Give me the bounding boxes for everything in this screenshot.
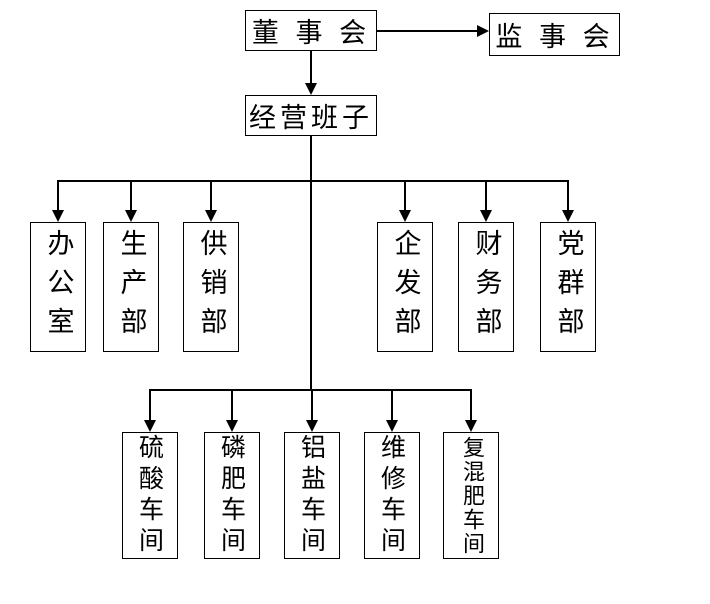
connector-board-to-management bbox=[310, 51, 312, 84]
connector-drop-dept-supply-sales bbox=[210, 180, 212, 211]
connector-drop-workshop-compound-fertilizer bbox=[470, 389, 472, 420]
workshop-phosphate-fertilizer-label: 磷肥车间 bbox=[217, 433, 247, 558]
arrowhead-down-workshop-sulfuric-acid bbox=[144, 420, 156, 432]
connector-management-trunk bbox=[310, 136, 312, 391]
arrowhead-down-dept-enterprise-development bbox=[399, 210, 411, 222]
arrowhead-down-dept-production bbox=[125, 210, 137, 222]
box-dept-production: 生产部 bbox=[103, 222, 159, 352]
workshop-maintenance-label: 维修车间 bbox=[377, 433, 407, 558]
connector-drop-dept-enterprise-development bbox=[404, 180, 406, 211]
connector-drop-dept-production bbox=[130, 180, 132, 211]
supervisory-board-label: 监 事 会 bbox=[495, 22, 614, 53]
connector-drop-dept-office bbox=[57, 180, 59, 211]
connector-drop-workshop-sulfuric-acid bbox=[149, 389, 151, 420]
box-dept-supply-sales: 供销部 bbox=[183, 222, 239, 352]
dept-finance-label: 财务部 bbox=[470, 228, 502, 346]
box-workshop-maintenance: 维修车间 bbox=[364, 432, 420, 559]
arrowhead-down-dept-finance bbox=[480, 210, 492, 222]
arrowhead-down-dept-supply-sales bbox=[205, 210, 217, 222]
workshop-compound-fertilizer-label: 复混肥车间 bbox=[459, 435, 484, 556]
box-workshop-phosphate-fertilizer: 磷肥车间 bbox=[204, 432, 260, 559]
arrowhead-down-dept-party-masses bbox=[562, 210, 574, 222]
dept-production-label: 生产部 bbox=[115, 228, 147, 346]
connector-drop-workshop-aluminum-salt bbox=[311, 389, 313, 420]
arrowhead-down-workshop-phosphate-fertilizer bbox=[226, 420, 238, 432]
dept-office-label: 办公室 bbox=[42, 228, 74, 346]
box-dept-office: 办公室 bbox=[30, 222, 86, 352]
workshop-aluminum-salt-label: 铝盐车间 bbox=[297, 433, 327, 558]
box-management-team: 经营班子 bbox=[245, 95, 377, 136]
box-dept-party-masses: 党群部 bbox=[540, 222, 596, 352]
dept-supply-sales-label: 供销部 bbox=[195, 228, 227, 346]
management-team-label: 经营班子 bbox=[249, 103, 373, 134]
workshop-sulfuric-acid-label: 硫酸车间 bbox=[135, 433, 165, 558]
connector-drop-workshop-phosphate-fertilizer bbox=[231, 389, 233, 420]
connector-drop-workshop-maintenance bbox=[391, 389, 393, 420]
arrowhead-down-workshop-maintenance bbox=[386, 420, 398, 432]
dept-party-masses-label: 党群部 bbox=[552, 228, 584, 346]
box-dept-enterprise-development: 企发部 bbox=[377, 222, 433, 352]
connector-workshop-rail bbox=[149, 389, 472, 391]
box-supervisory-board: 监 事 会 bbox=[489, 13, 620, 56]
box-dept-finance: 财务部 bbox=[458, 222, 514, 352]
connector-drop-dept-party-masses bbox=[567, 180, 569, 211]
box-board-of-directors: 董 事 会 bbox=[245, 10, 377, 51]
connector-department-rail bbox=[57, 180, 569, 182]
arrowhead-down-management bbox=[305, 83, 317, 95]
box-workshop-aluminum-salt: 铝盐车间 bbox=[284, 432, 340, 559]
arrowhead-down-workshop-aluminum-salt bbox=[306, 420, 318, 432]
box-workshop-sulfuric-acid: 硫酸车间 bbox=[122, 432, 178, 559]
board-of-directors-label: 董 事 会 bbox=[251, 18, 371, 49]
dept-enterprise-development-label: 企发部 bbox=[389, 228, 421, 346]
connector-board-to-supervisory bbox=[377, 30, 477, 32]
arrowhead-down-workshop-compound-fertilizer bbox=[465, 420, 477, 432]
arrowhead-right-supervisory bbox=[477, 25, 489, 37]
arrowhead-down-dept-office bbox=[52, 210, 64, 222]
connector-drop-dept-finance bbox=[485, 180, 487, 211]
box-workshop-compound-fertilizer: 复混肥车间 bbox=[443, 432, 499, 559]
